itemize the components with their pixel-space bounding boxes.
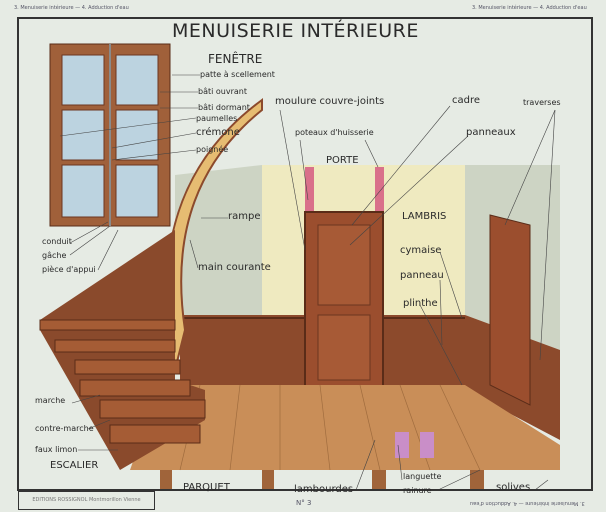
label: paumelles <box>196 114 238 123</box>
poster-frame <box>17 17 593 491</box>
label: conduit <box>42 237 72 246</box>
label: gâche <box>42 251 67 260</box>
label: solives <box>496 482 531 493</box>
edge-caption-top-right: 3. Menuiserie intérieure — 4. Adduction … <box>472 5 587 11</box>
side-door <box>489 214 531 406</box>
section-door: PORTE <box>326 155 359 166</box>
edge-caption-bottom: 3. Menuiserie intérieure — 4. Adduction … <box>470 500 585 506</box>
label: main courante <box>198 262 271 273</box>
sheet-number: N° 3 <box>296 499 312 507</box>
label: bâti dormant <box>198 103 250 112</box>
section-window: FENÊTRE <box>208 52 263 66</box>
label: traverses <box>523 98 561 107</box>
label: faux limon <box>35 445 78 454</box>
label: crémone <box>196 127 240 138</box>
label: languette <box>403 472 442 481</box>
label: poignée <box>196 145 229 154</box>
label: bâti ouvrant <box>198 87 247 96</box>
page-title: MENUISERIE INTÉRIEURE <box>172 20 419 42</box>
label: contre-marche <box>35 424 94 433</box>
label: poteaux d'huisserie <box>295 128 374 137</box>
label: pièce d'appui <box>42 265 96 274</box>
label: cymaise <box>400 245 442 256</box>
edge-caption-top-left: 3. Menuiserie intérieure — 4. Adduction … <box>14 5 129 11</box>
label: panneau <box>400 270 444 281</box>
label: moulure couvre-joints <box>275 96 385 107</box>
section-stairs: ESCALIER <box>50 460 99 471</box>
label: patte à scellement <box>200 70 275 79</box>
label: plinthe <box>403 298 438 309</box>
label: lambourdes <box>294 484 354 495</box>
section-floor: PARQUET <box>183 482 230 493</box>
section-panelling: LAMBRIS <box>402 211 447 222</box>
door-post-left <box>305 167 314 212</box>
label: panneaux <box>466 127 516 138</box>
label: rainure <box>403 486 432 495</box>
left-wall <box>175 165 262 320</box>
label: rampe <box>228 211 261 222</box>
publisher-credit: EDITIONS ROSSIGNOL Montmorillon Vienne <box>18 491 155 510</box>
door-post-right <box>375 167 384 212</box>
label: marche <box>35 396 66 405</box>
label: cadre <box>452 95 481 106</box>
